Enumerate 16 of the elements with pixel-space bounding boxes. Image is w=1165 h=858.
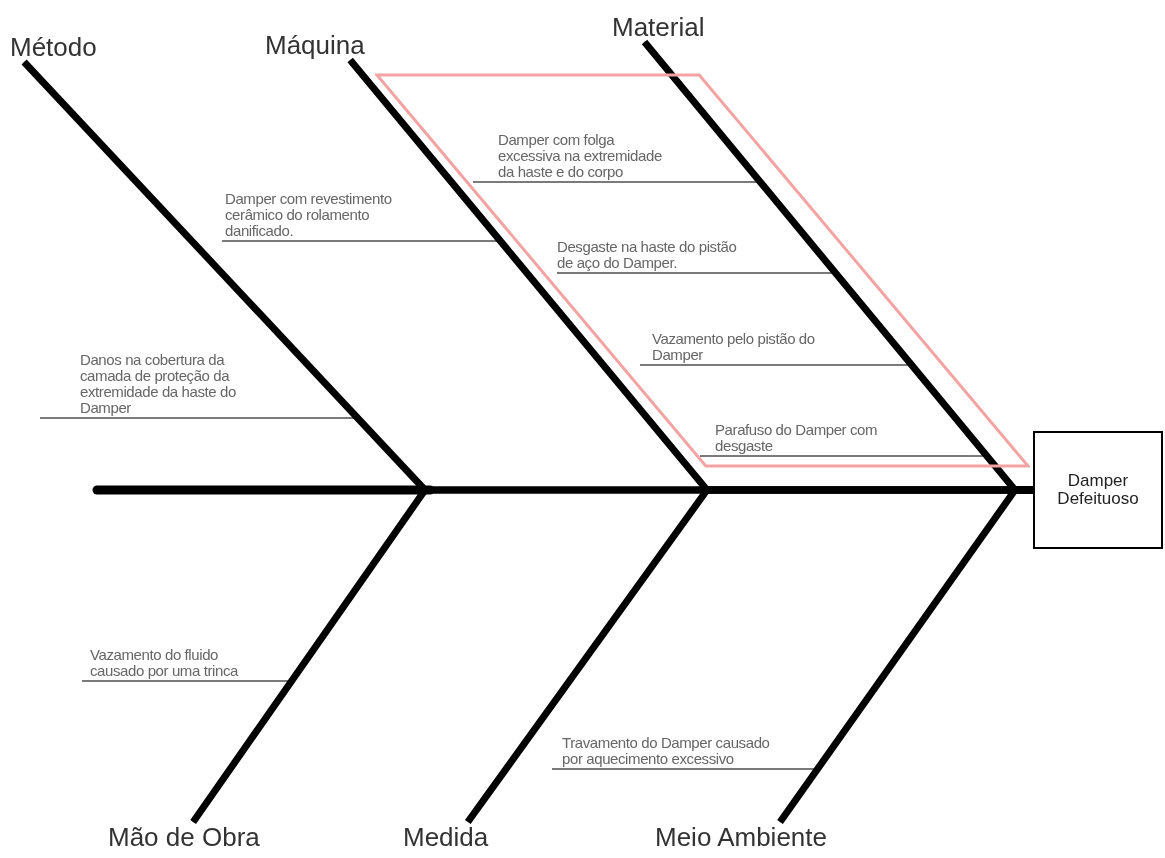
bone-line <box>777 486 1033 825</box>
cause-text: Desgaste na haste do pistão de aço do Damper. <box>557 239 747 273</box>
category-label: Meio Ambiente <box>655 822 827 852</box>
cause-text: Damper com revestimento cerâmico do rolamento danificado. <box>222 191 400 241</box>
cause-text: Vazamento pelo pistão do Damper <box>640 331 847 365</box>
effect-box: Damper Defeituoso <box>1033 431 1163 549</box>
category-label: Mão de Obra <box>108 822 260 852</box>
cause-text: Travamento do Damper causado por aquecimento excessivo <box>552 735 784 769</box>
category-label: Medida <box>403 822 489 852</box>
cause-text: Damper com folga excessiva na extremidade da haste e do corpo <box>473 132 676 182</box>
cause-text: Parafuso do Damper com desgaste <box>700 422 910 456</box>
cause-text: Danos na cobertura da camada de proteção da extremidade da haste do Damper <box>40 352 258 418</box>
category-label: Máquina <box>265 30 365 60</box>
cause-text: Vazamento do fluido causado por uma trinca <box>82 647 262 681</box>
category-label: Método <box>10 32 97 62</box>
category-label: Material <box>612 12 705 42</box>
